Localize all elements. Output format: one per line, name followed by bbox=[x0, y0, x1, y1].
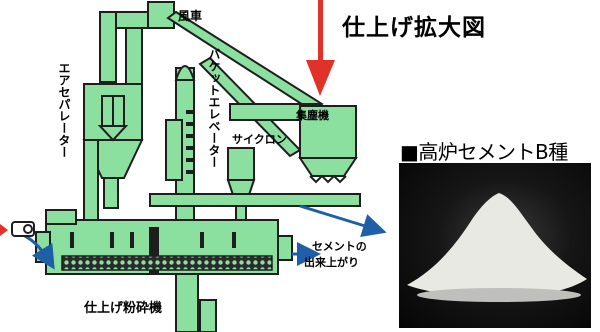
feeder-icon bbox=[11, 221, 35, 237]
bucket-elevator-label: バケットエレベーター bbox=[207, 48, 221, 168]
grinding-balls bbox=[61, 255, 273, 271]
cement-output-label-1: セメントの bbox=[312, 240, 367, 253]
dust-collector-label: 集塵機 bbox=[295, 108, 329, 122]
cement-sample-photo bbox=[399, 163, 591, 328]
pointer-arrow-icon bbox=[306, 0, 335, 96]
fan-label: 風車 bbox=[178, 8, 202, 23]
cement-pile bbox=[407, 193, 587, 297]
plant-ducts bbox=[35, 1, 361, 332]
mill-liners bbox=[70, 110, 236, 248]
air-separator-label: エアセパレーター bbox=[57, 62, 71, 158]
cyclone-label: サイクロン bbox=[232, 133, 287, 146]
zoom-title: 仕上げ拡大図 bbox=[342, 15, 486, 41]
finish-mill-label: 仕上げ粉砕機 bbox=[83, 300, 162, 316]
cement-output-label-2: 出来上がり bbox=[304, 255, 359, 269]
left-red-arrow bbox=[0, 224, 8, 236]
separator-rotor bbox=[97, 95, 129, 142]
sample-caption: ■高炉セメントB種 bbox=[400, 140, 568, 164]
